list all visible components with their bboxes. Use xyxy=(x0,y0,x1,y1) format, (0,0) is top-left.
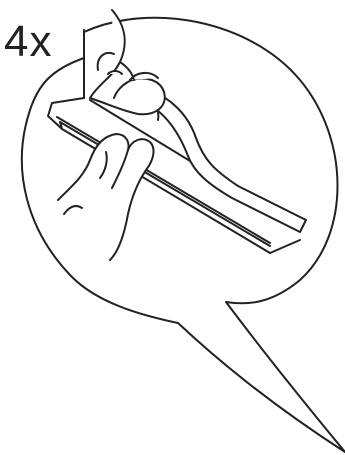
repeat-count-label: 4x xyxy=(4,20,52,64)
magnified-callout-bubble-icon xyxy=(22,18,345,452)
